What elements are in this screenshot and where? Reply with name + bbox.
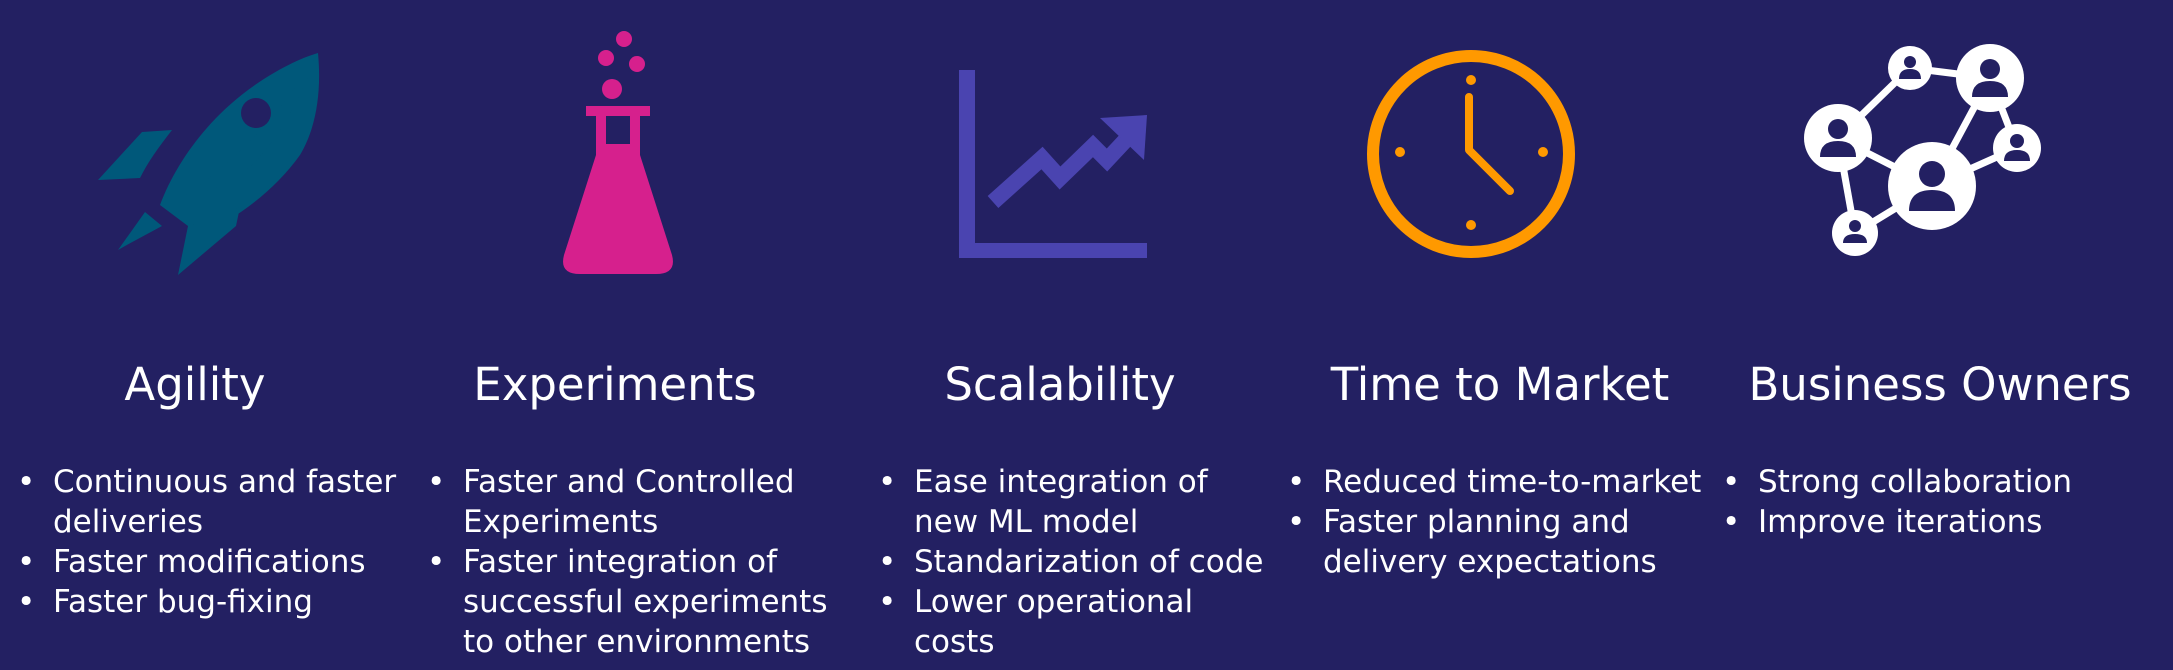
rocket-icon: [98, 53, 320, 275]
agility-title: Agility: [124, 358, 266, 411]
time-to-market-bullet-list: •Reduced time-to-market •Faster planning…: [1285, 462, 1701, 582]
network-icon: [1804, 44, 2041, 256]
clock-icon: [1367, 50, 1575, 258]
list-item: •Faster integration of successful experi…: [427, 544, 828, 660]
agility-bullet-list: •Continuous and faster deliveries •Faste…: [15, 462, 396, 622]
scalability-bullet-list: •Ease integration of new ML model •Stand…: [876, 462, 1264, 662]
business-owners-bullet-list: •Strong collaboration •Improve iteration…: [1720, 462, 2072, 542]
time-to-market-title: Time to Market: [1330, 358, 1670, 411]
experiments-bullet-list: •Faster and Controlled Experiments •Fast…: [425, 462, 828, 662]
scalability-title: Scalability: [944, 358, 1176, 411]
list-item: •Reduced time-to-market: [1287, 464, 1702, 500]
list-item: •Faster modifications: [17, 544, 366, 580]
experiments-title: Experiments: [473, 358, 757, 411]
list-item: •Standarization of code: [878, 544, 1264, 580]
list-item: •Strong collaboration: [1722, 464, 2073, 500]
list-item: •Faster planning and delivery expectatio…: [1287, 504, 1657, 580]
list-item: •Faster and Controlled Experiments: [427, 464, 795, 540]
list-item: •Lower operational costs: [878, 584, 1194, 660]
list-item: •Ease integration of new ML model: [878, 464, 1208, 540]
list-item: •Improve iterations: [1722, 504, 2043, 540]
business-owners-title: Business Owners: [1748, 358, 2132, 411]
flask-icon: [563, 31, 673, 274]
list-item: •Faster bug-fixing: [17, 584, 313, 620]
growth-chart-icon: [959, 70, 1147, 258]
list-item: •Continuous and faster deliveries: [17, 464, 397, 540]
